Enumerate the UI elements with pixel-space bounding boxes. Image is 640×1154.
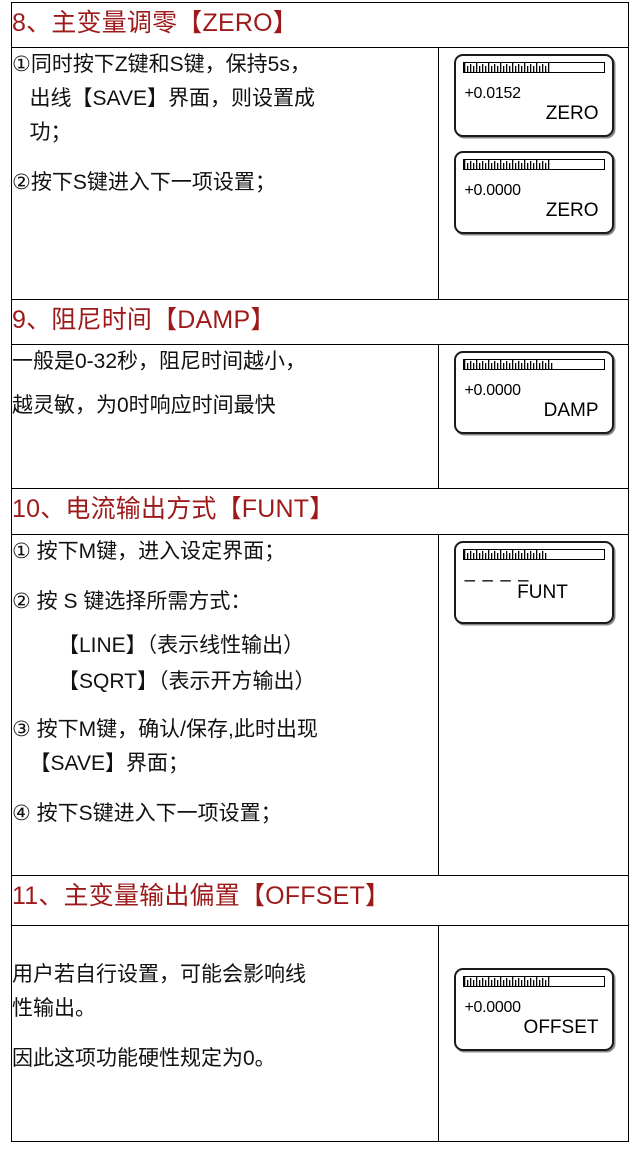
section-heading-row-zero: 8、主变量调零【ZERO】	[10, 2, 630, 48]
lcd-value: +0.0152	[464, 85, 521, 102]
lcd-tag: ZERO	[545, 200, 599, 221]
lcd-stack: – – – – FUNT	[439, 535, 628, 630]
section-heading-row-funt: 10、电流输出方式【FUNT】	[10, 488, 630, 535]
section-heading-cell-zero: 8、主变量调零【ZERO】	[10, 2, 630, 48]
lcd-stack: +0.0000 DAMP	[439, 345, 628, 440]
lcd-display: +0.0000 ZERO	[453, 151, 614, 234]
lcd-display: +0.0152 ZERO	[453, 54, 614, 137]
paragraph: 越灵敏，为0时响应时间最快	[12, 394, 276, 417]
lcd-value: +0.0000	[464, 182, 521, 199]
lcd-value: +0.0000	[464, 999, 521, 1016]
scale-ticks-icon	[463, 160, 549, 169]
section-body-text-offset: 用户若自行设置，可能会影响线 性输出。 因此这项功能硬性规定为0。	[11, 925, 439, 1142]
paragraph: ④ 按下S键进入下一项设置；	[12, 802, 282, 825]
scale-ticks-icon	[463, 977, 549, 986]
section-display-cell-offset: +0.0000 OFFSET	[437, 925, 630, 1142]
paragraph: ② 按 S 键选择所需方式：	[12, 590, 252, 613]
lcd-tag: FUNT	[517, 582, 568, 603]
section-body-row-offset: 用户若自行设置，可能会影响线 性输出。 因此这项功能硬性规定为0。	[11, 925, 630, 1142]
section-heading-funt: 10、电流输出方式【FUNT】	[12, 495, 335, 523]
section-heading-cell-offset: 11、主变量输出偏置【OFFSET】	[10, 875, 630, 926]
scale-ticks-icon	[463, 550, 546, 559]
paragraph: ③ 按下M键，确认/保存,此时出现 【SAVE】界面；	[12, 718, 318, 775]
section-heading-row-offset: 11、主变量输出偏置【OFFSET】	[10, 875, 630, 926]
scale-ticks-icon	[463, 360, 552, 369]
lcd-scale-bar	[462, 549, 605, 560]
section-body-text-zero: ①同时按下Z键和S键，保持5s， 出线【SAVE】界面，则设置成 功； ②按下S…	[11, 47, 439, 300]
section-body-text-damp: 一般是0-32秒，阻尼时间越小， 越灵敏，为0时响应时间最快	[11, 344, 439, 489]
paragraph: 一般是0-32秒，阻尼时间越小，	[12, 350, 307, 373]
manual-table: 8、主变量调零【ZERO】 ①同时按下Z键和S键，保持5s， 出线【SAVE】界…	[10, 2, 630, 1142]
lcd-display: +0.0000 OFFSET	[453, 968, 614, 1051]
section-heading-cell-damp: 9、阻尼时间【DAMP】	[10, 299, 630, 345]
lcd-scale-bar	[462, 359, 605, 370]
paragraph: 用户若自行设置，可能会影响线 性输出。	[12, 963, 306, 1020]
lcd-tag: OFFSET	[523, 1017, 599, 1038]
section-display-cell-funt: – – – – FUNT	[437, 534, 630, 876]
lcd-tag: DAMP	[543, 400, 599, 421]
paragraph: ①同时按下Z键和S键，保持5s， 出线【SAVE】界面，则设置成 功；	[12, 53, 315, 144]
section-body-text-funt: ① 按下M键，进入设定界面； ② 按 S 键选择所需方式： 【LINE】（表示线…	[11, 534, 439, 876]
section-heading-damp: 9、阻尼时间【DAMP】	[12, 306, 276, 334]
scale-ticks-icon	[463, 63, 549, 72]
lcd-display: +0.0000 DAMP	[453, 351, 614, 434]
lcd-scale-bar	[462, 62, 605, 73]
section-body-row-zero: ①同时按下Z键和S键，保持5s， 出线【SAVE】界面，则设置成 功； ②按下S…	[11, 47, 630, 300]
section-heading-offset: 11、主变量输出偏置【OFFSET】	[12, 882, 391, 910]
paragraph: ① 按下M键，进入设定界面；	[12, 540, 286, 563]
section-heading-cell-funt: 10、电流输出方式【FUNT】	[10, 488, 630, 535]
section-heading-row-damp: 9、阻尼时间【DAMP】	[10, 299, 630, 345]
paragraph: ②按下S键进入下一项设置；	[12, 171, 276, 194]
lcd-display: – – – – FUNT	[453, 541, 614, 624]
section-heading-zero: 8、主变量调零【ZERO】	[12, 9, 298, 37]
paragraph-sub: 【SQRT】（表示开方输出）	[58, 670, 316, 693]
lcd-stack: +0.0000 OFFSET	[439, 926, 628, 1057]
section-body-row-funt: ① 按下M键，进入设定界面； ② 按 S 键选择所需方式： 【LINE】（表示线…	[11, 534, 630, 876]
paragraph-sub: 【LINE】（表示线性输出）	[58, 634, 305, 657]
lcd-stack: +0.0152 ZERO	[439, 48, 628, 240]
lcd-tag: ZERO	[545, 103, 599, 124]
lcd-scale-bar	[462, 159, 605, 170]
section-display-cell-damp: +0.0000 DAMP	[437, 344, 630, 489]
section-body-row-damp: 一般是0-32秒，阻尼时间越小， 越灵敏，为0时响应时间最快	[11, 344, 630, 489]
paragraph: 因此这项功能硬性规定为0。	[12, 1047, 276, 1070]
lcd-scale-bar	[462, 976, 605, 987]
section-display-cell-zero: +0.0152 ZERO	[437, 47, 630, 300]
lcd-value: +0.0000	[464, 382, 521, 399]
lcd-value: – – – –	[464, 570, 530, 591]
